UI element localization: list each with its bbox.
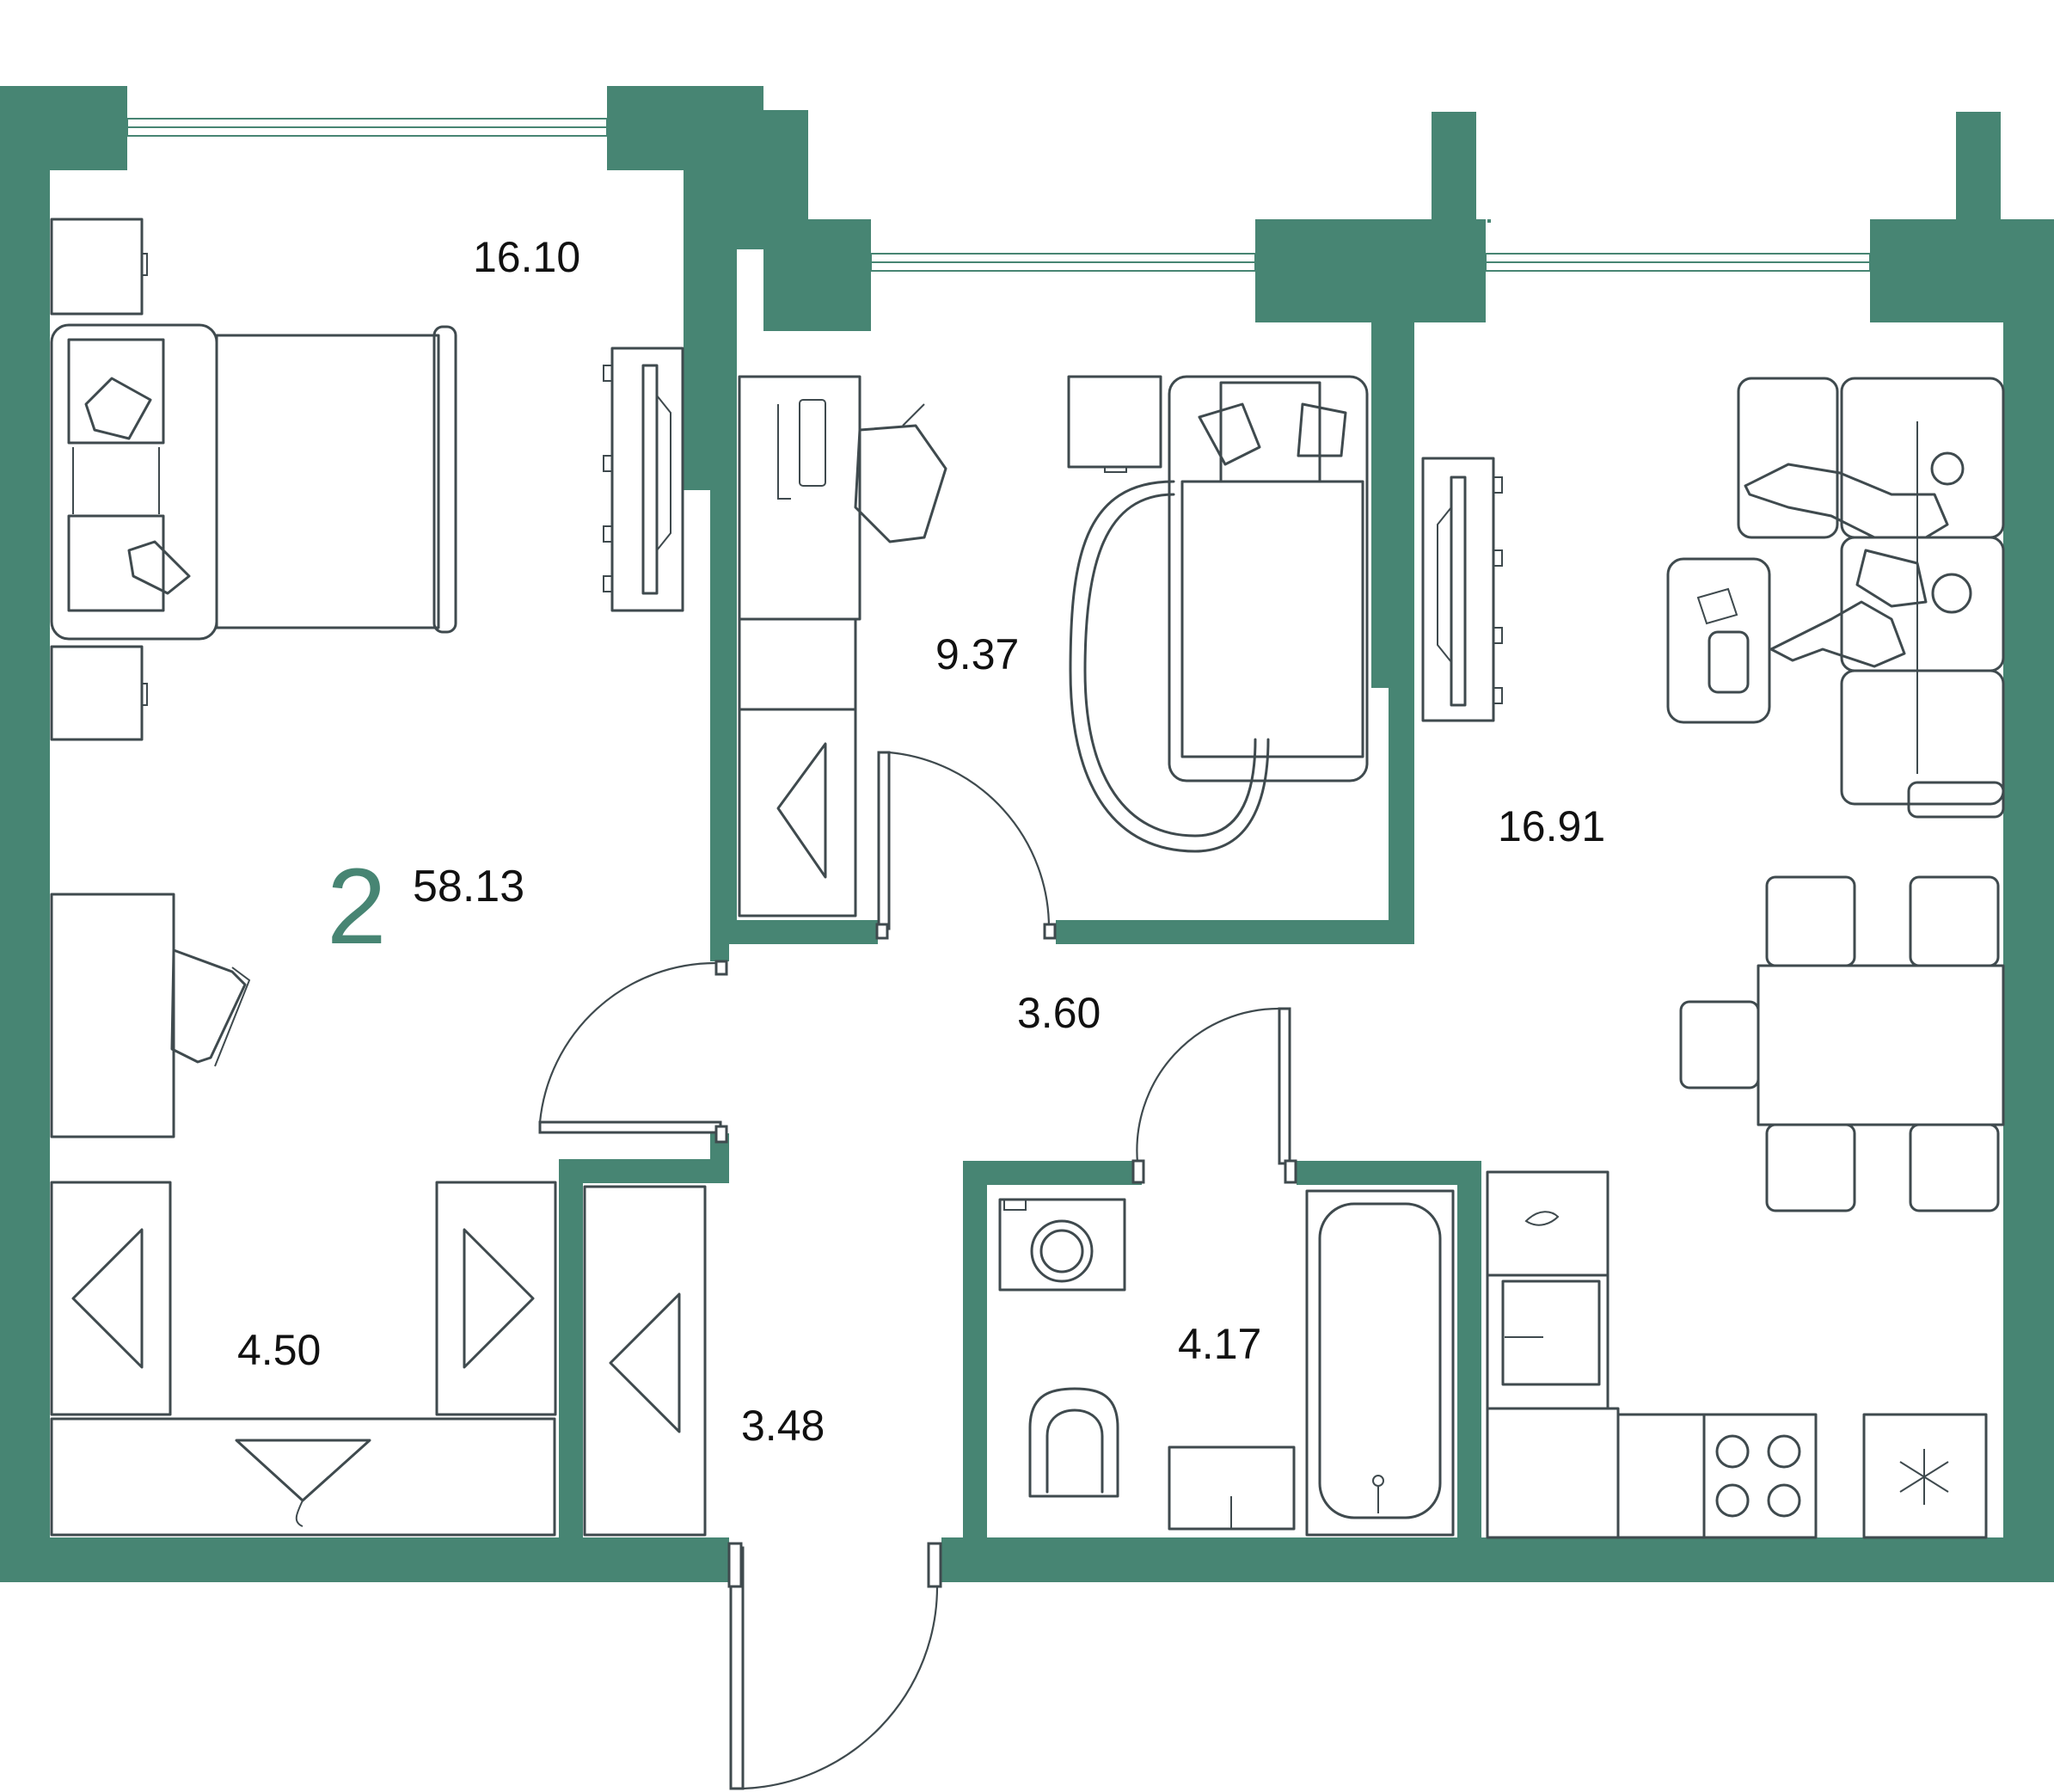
- bedside-table-icon: [50, 218, 148, 741]
- room-area-bedroom: 16.10: [473, 233, 580, 281]
- sofa-icon: [1737, 377, 2005, 819]
- room-area-corridor: 3.60: [1017, 989, 1101, 1037]
- room-area-bathroom: 4.17: [1178, 1320, 1261, 1368]
- tv-stand-icon: [1421, 457, 1503, 722]
- tv-stand-icon: [603, 347, 684, 612]
- room-area-hall: 3.48: [741, 1402, 825, 1450]
- window-icon: [126, 118, 1871, 272]
- coffee-table-icon: [1666, 557, 1771, 724]
- sink-icon: [1168, 1445, 1296, 1531]
- chair-icon: [1679, 875, 2000, 1212]
- office-chair-icon: [854, 403, 947, 543]
- bed-icon: [1168, 375, 1369, 782]
- office-chair-icon: [170, 948, 251, 1067]
- door-icon: [538, 751, 1297, 1790]
- fridge-icon: [1862, 1413, 1988, 1539]
- room-labels: 16.10 9.37 16.91 3.60 4.50 3.48 4.17 2 5…: [237, 233, 1605, 1450]
- desk-icon: [738, 375, 861, 917]
- total-area: 58.13: [413, 862, 524, 911]
- kitchen-sink-icon: [1486, 1273, 1706, 1539]
- room-area-living-kitchen: 16.91: [1498, 802, 1605, 850]
- room-area-child-room: 9.37: [935, 630, 1019, 678]
- dining-table-icon: [1757, 964, 2005, 1126]
- rug-icon: [1069, 480, 1270, 853]
- walls: [0, 86, 2054, 1582]
- wardrobe-hanger-icon: [50, 1181, 707, 1537]
- stove-icon: [1702, 1413, 1818, 1539]
- room-area-wardrobe: 4.50: [237, 1326, 321, 1374]
- rooms-count: 2: [327, 847, 387, 967]
- bedside-table-icon: [1067, 375, 1162, 473]
- bathtub-icon: [1305, 1189, 1455, 1537]
- toilet-icon: [1028, 1387, 1119, 1498]
- fridge-icon: [1486, 1170, 1609, 1277]
- desk-icon: [50, 893, 175, 1138]
- washing-machine-icon: [998, 1198, 1126, 1292]
- bed-icon: [50, 323, 457, 641]
